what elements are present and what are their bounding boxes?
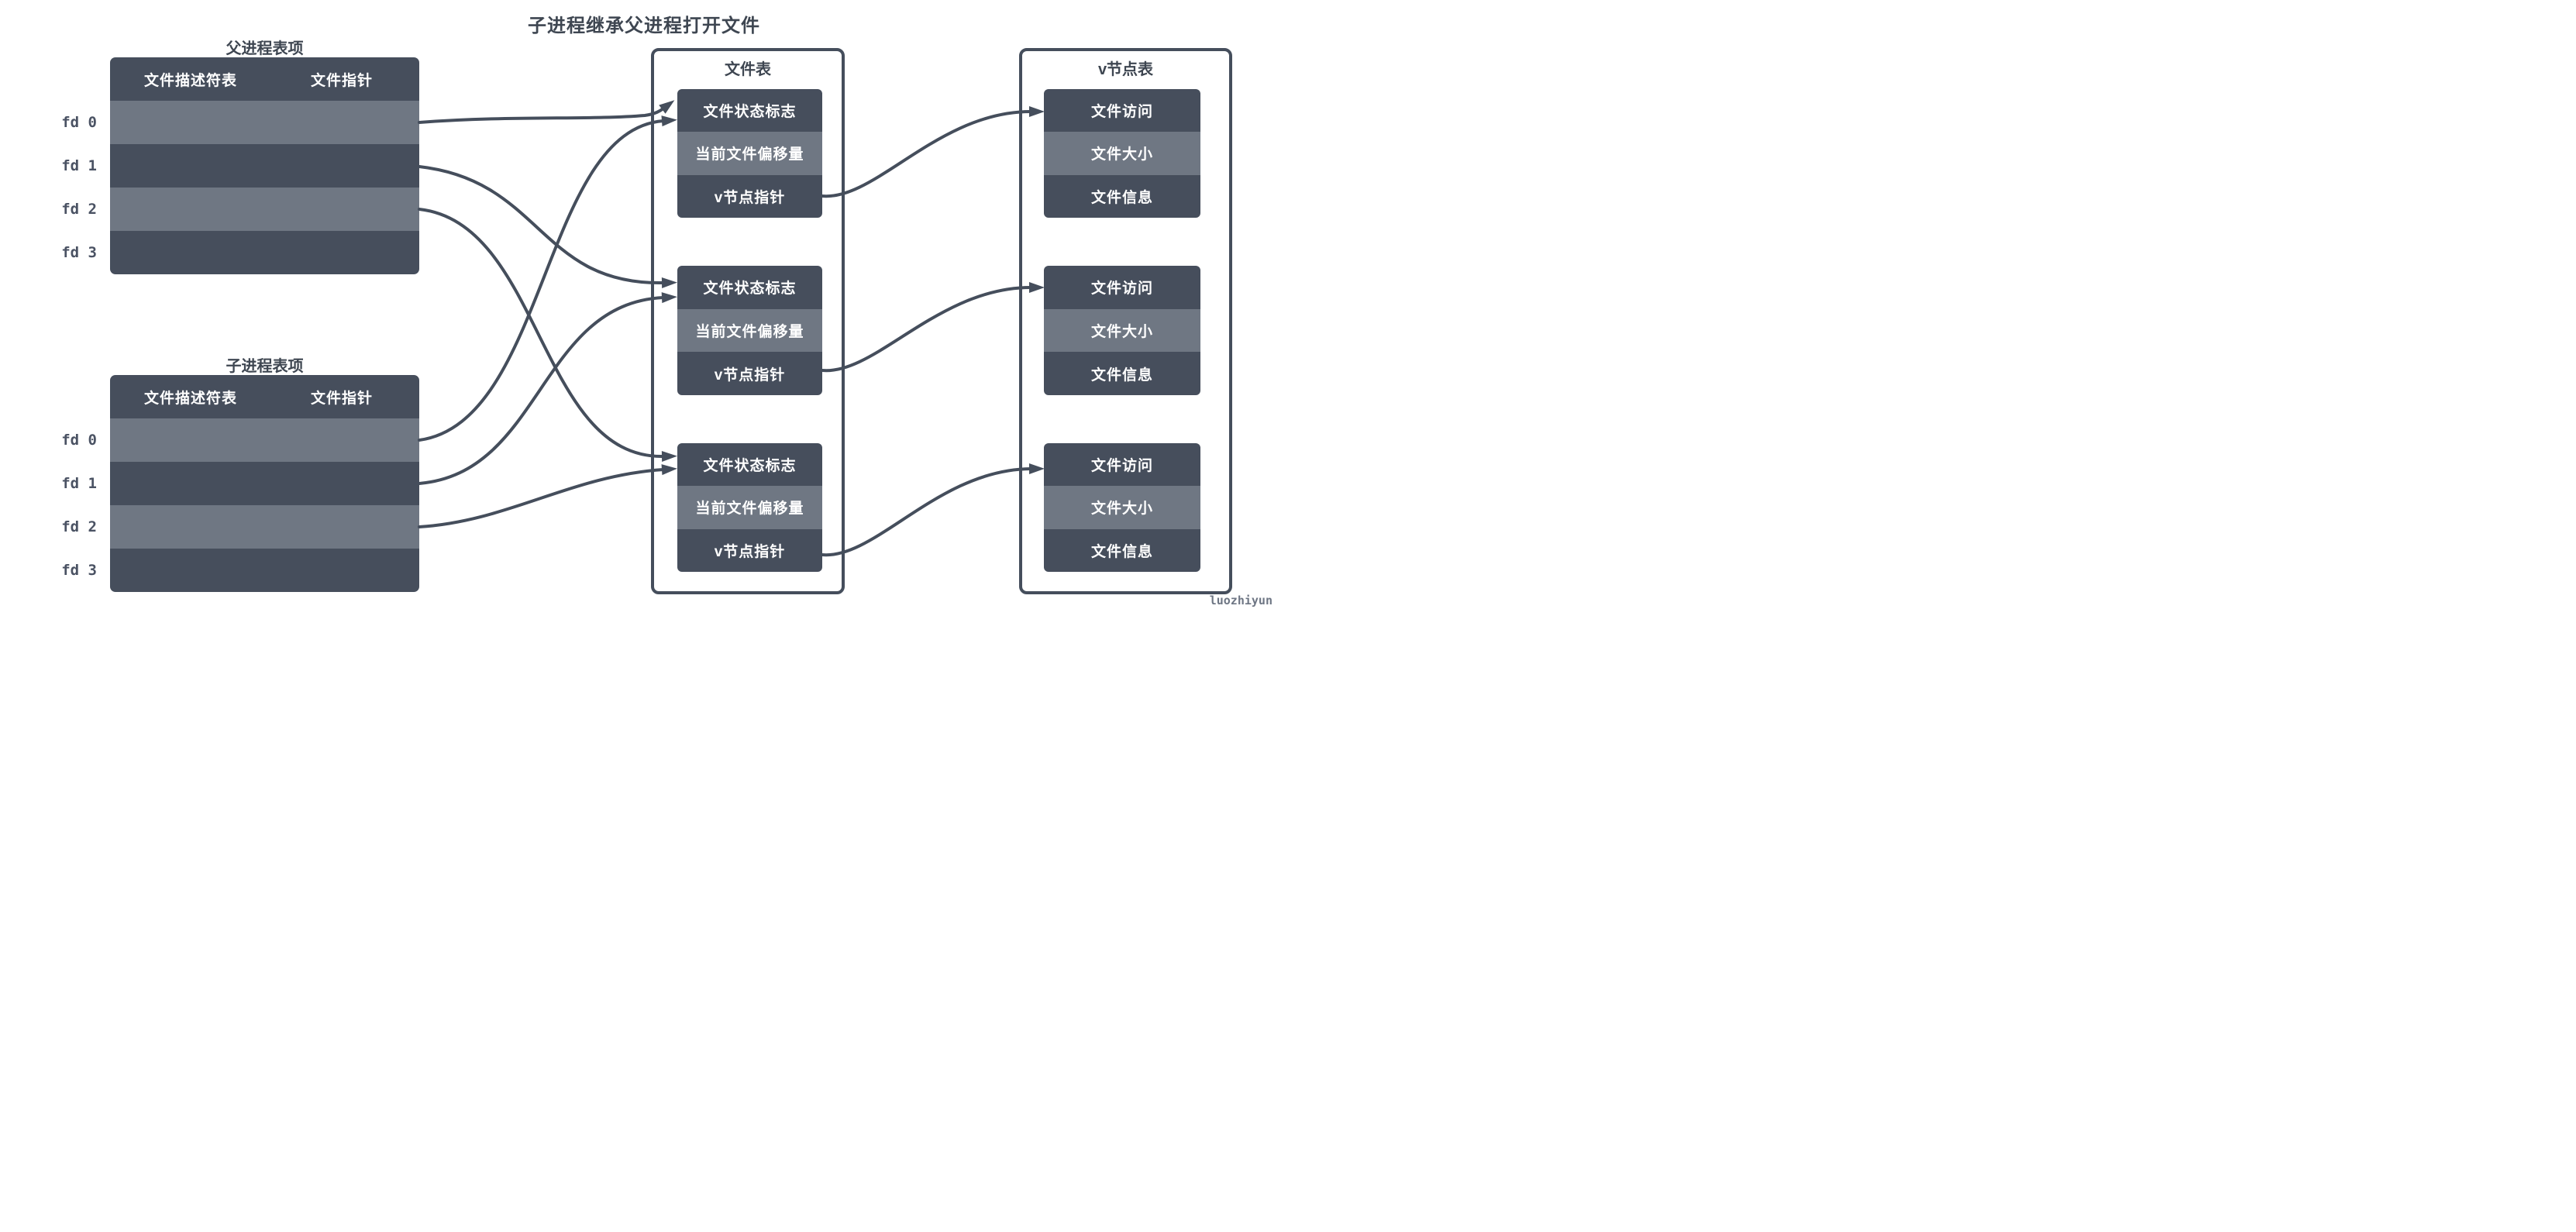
file-entry-1-vnodeptr: v节点指针	[677, 174, 822, 218]
child-fd2-label: fd 2	[61, 518, 97, 535]
arrow-parent-fd1-to-file-entry-2	[418, 165, 677, 289]
parent-table-label: 父进程表项	[226, 40, 304, 57]
parent-fd3-label: fd 3	[61, 244, 97, 261]
arrow-file-entry-3-to-vnode-entry-3	[821, 463, 1045, 557]
child-fd1-row	[110, 462, 419, 505]
file-entry-1-offset: 当前文件偏移量	[677, 132, 822, 175]
file-entry-3-status: 文件状态标志	[677, 443, 822, 487]
file-entry-2-status: 文件状态标志	[677, 266, 822, 309]
parent-table-header: 文件描述符表 文件指针	[110, 57, 419, 101]
file-entry-2-vnodeptr: v节点指针	[677, 352, 822, 395]
child-col-pointer: 文件指针	[310, 390, 373, 407]
child-col-descriptor: 文件描述符表	[144, 390, 238, 407]
parent-col-pointer: 文件指针	[310, 72, 373, 89]
parent-process-table: 文件描述符表 文件指针	[110, 57, 419, 274]
parent-fd0-label: fd 0	[61, 114, 97, 131]
file-entry-1-status: 文件状态标志	[677, 89, 822, 132]
vnode-entry-3-info: 文件信息	[1044, 528, 1200, 572]
arrow-file-entry-1-to-vnode-entry-1	[821, 106, 1045, 198]
arrow-child-fd1-to-file-entry-2	[418, 292, 677, 485]
arrow-child-fd2-to-file-entry-3	[418, 464, 677, 528]
vnode-entry-3-access: 文件访问	[1044, 443, 1200, 487]
vnode-entry-1-size: 文件大小	[1044, 132, 1200, 175]
arrow-parent-fd0-to-file-entry-1	[418, 100, 675, 124]
file-entry-3-offset: 当前文件偏移量	[677, 486, 822, 529]
vnode-entry-2-info: 文件信息	[1044, 352, 1200, 395]
child-table-label: 子进程表项	[226, 358, 304, 375]
child-process-table: 文件描述符表 文件指针	[110, 375, 419, 592]
vnode-entry-2-size: 文件大小	[1044, 308, 1200, 353]
child-fd0-row	[110, 418, 419, 462]
file-entry-3-vnodeptr: v节点指针	[677, 528, 822, 572]
parent-col-descriptor: 文件描述符表	[144, 72, 238, 89]
parent-fd1-label: fd 1	[61, 157, 97, 174]
child-fd3-label: fd 3	[61, 562, 97, 579]
vnode-entry-1-access: 文件访问	[1044, 89, 1200, 132]
file-table-entry-2: 文件状态标志 当前文件偏移量 v节点指针	[677, 266, 822, 395]
vnode-entry-2-access: 文件访问	[1044, 266, 1200, 309]
diagram-canvas: 子进程继承父进程打开文件 父进程表项 文件描述符表 文件指针 fd 0 fd 1…	[0, 0, 1288, 616]
child-fd3-row	[110, 549, 419, 592]
file-entry-2-offset: 当前文件偏移量	[677, 308, 822, 353]
vnode-entry-1-info: 文件信息	[1044, 174, 1200, 218]
arrow-file-entry-2-to-vnode-entry-2	[821, 282, 1045, 373]
file-table-entry-1: 文件状态标志 当前文件偏移量 v节点指针	[677, 89, 822, 218]
arrow-child-fd0-to-file-entry-1	[418, 115, 677, 442]
parent-fd2-label: fd 2	[61, 201, 97, 218]
arrow-parent-fd2-to-file-entry-3	[418, 208, 677, 463]
vnode-entry-1: 文件访问 文件大小 文件信息	[1044, 89, 1200, 218]
vnode-table-label: v节点表	[1097, 61, 1154, 78]
vnode-entry-3: 文件访问 文件大小 文件信息	[1044, 443, 1200, 572]
file-table-entry-3: 文件状态标志 当前文件偏移量 v节点指针	[677, 443, 822, 572]
child-fd1-label: fd 1	[61, 475, 97, 492]
child-table-header: 文件描述符表 文件指针	[110, 375, 419, 418]
parent-fd0-row	[110, 101, 419, 144]
parent-fd3-row	[110, 231, 419, 274]
vnode-entry-3-size: 文件大小	[1044, 486, 1200, 529]
parent-fd2-row	[110, 188, 419, 231]
vnode-entry-2: 文件访问 文件大小 文件信息	[1044, 266, 1200, 395]
parent-fd1-row	[110, 144, 419, 188]
watermark: luozhiyun	[1209, 594, 1273, 607]
child-fd0-label: fd 0	[61, 432, 97, 449]
page-title: 子进程继承父进程打开文件	[528, 15, 760, 36]
file-table-label: 文件表	[725, 61, 771, 78]
child-fd2-row	[110, 505, 419, 549]
